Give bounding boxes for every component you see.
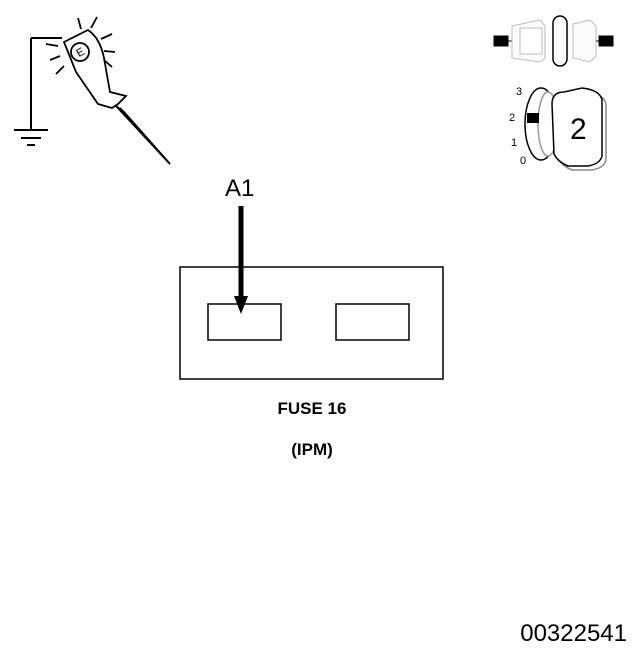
ignition-position-2: 2 [509, 112, 516, 124]
fuse-cavity-a1 [207, 303, 282, 341]
fuse-name: FUSE 16 [277, 399, 347, 418]
connector-disconnect-icon [493, 15, 614, 67]
ignition-position-3: 3 [516, 86, 523, 98]
fuse-cavity-right [335, 303, 410, 341]
test-light-icon [45, 16, 171, 165]
ignition-switch-icon [524, 87, 607, 171]
fuse-block-outline [179, 266, 444, 380]
document-number: 00322541 [520, 620, 627, 647]
ignition-position-0: 0 [520, 155, 527, 167]
fuse-location: (IPM) [291, 440, 333, 459]
pointer-label: A1 [225, 175, 255, 202]
ground-symbol [14, 37, 62, 146]
key-position-number: 2 [570, 113, 587, 146]
pointer-arrow [234, 206, 248, 314]
ignition-position-1: 1 [511, 137, 518, 149]
